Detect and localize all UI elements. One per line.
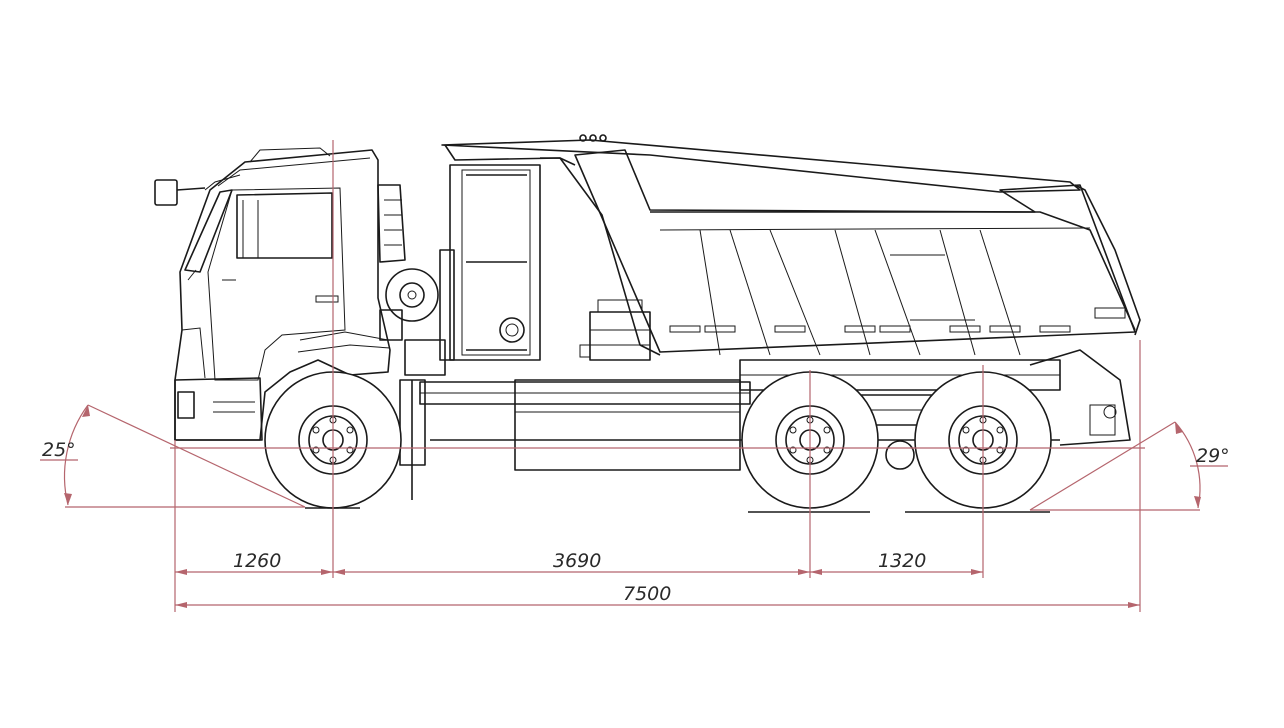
truck-outline bbox=[154, 134, 1141, 513]
rear-axle-spacing-label: 1320 bbox=[878, 550, 926, 572]
hoist-shield bbox=[449, 164, 541, 361]
cab bbox=[174, 147, 391, 441]
hydraulic-tank bbox=[579, 299, 651, 361]
front-overhang-label: 1260 bbox=[233, 550, 281, 572]
side-mirror bbox=[154, 179, 206, 206]
approach-angle-label: 25° bbox=[42, 439, 76, 461]
overall-length-label: 7500 bbox=[623, 583, 671, 605]
tipper-body bbox=[441, 134, 1141, 356]
cab-rear-equipment bbox=[377, 184, 455, 376]
dimension-lines bbox=[40, 140, 1228, 612]
departure-angle-label: 29° bbox=[1196, 445, 1230, 467]
wheelbase-label: 3690 bbox=[553, 550, 601, 572]
